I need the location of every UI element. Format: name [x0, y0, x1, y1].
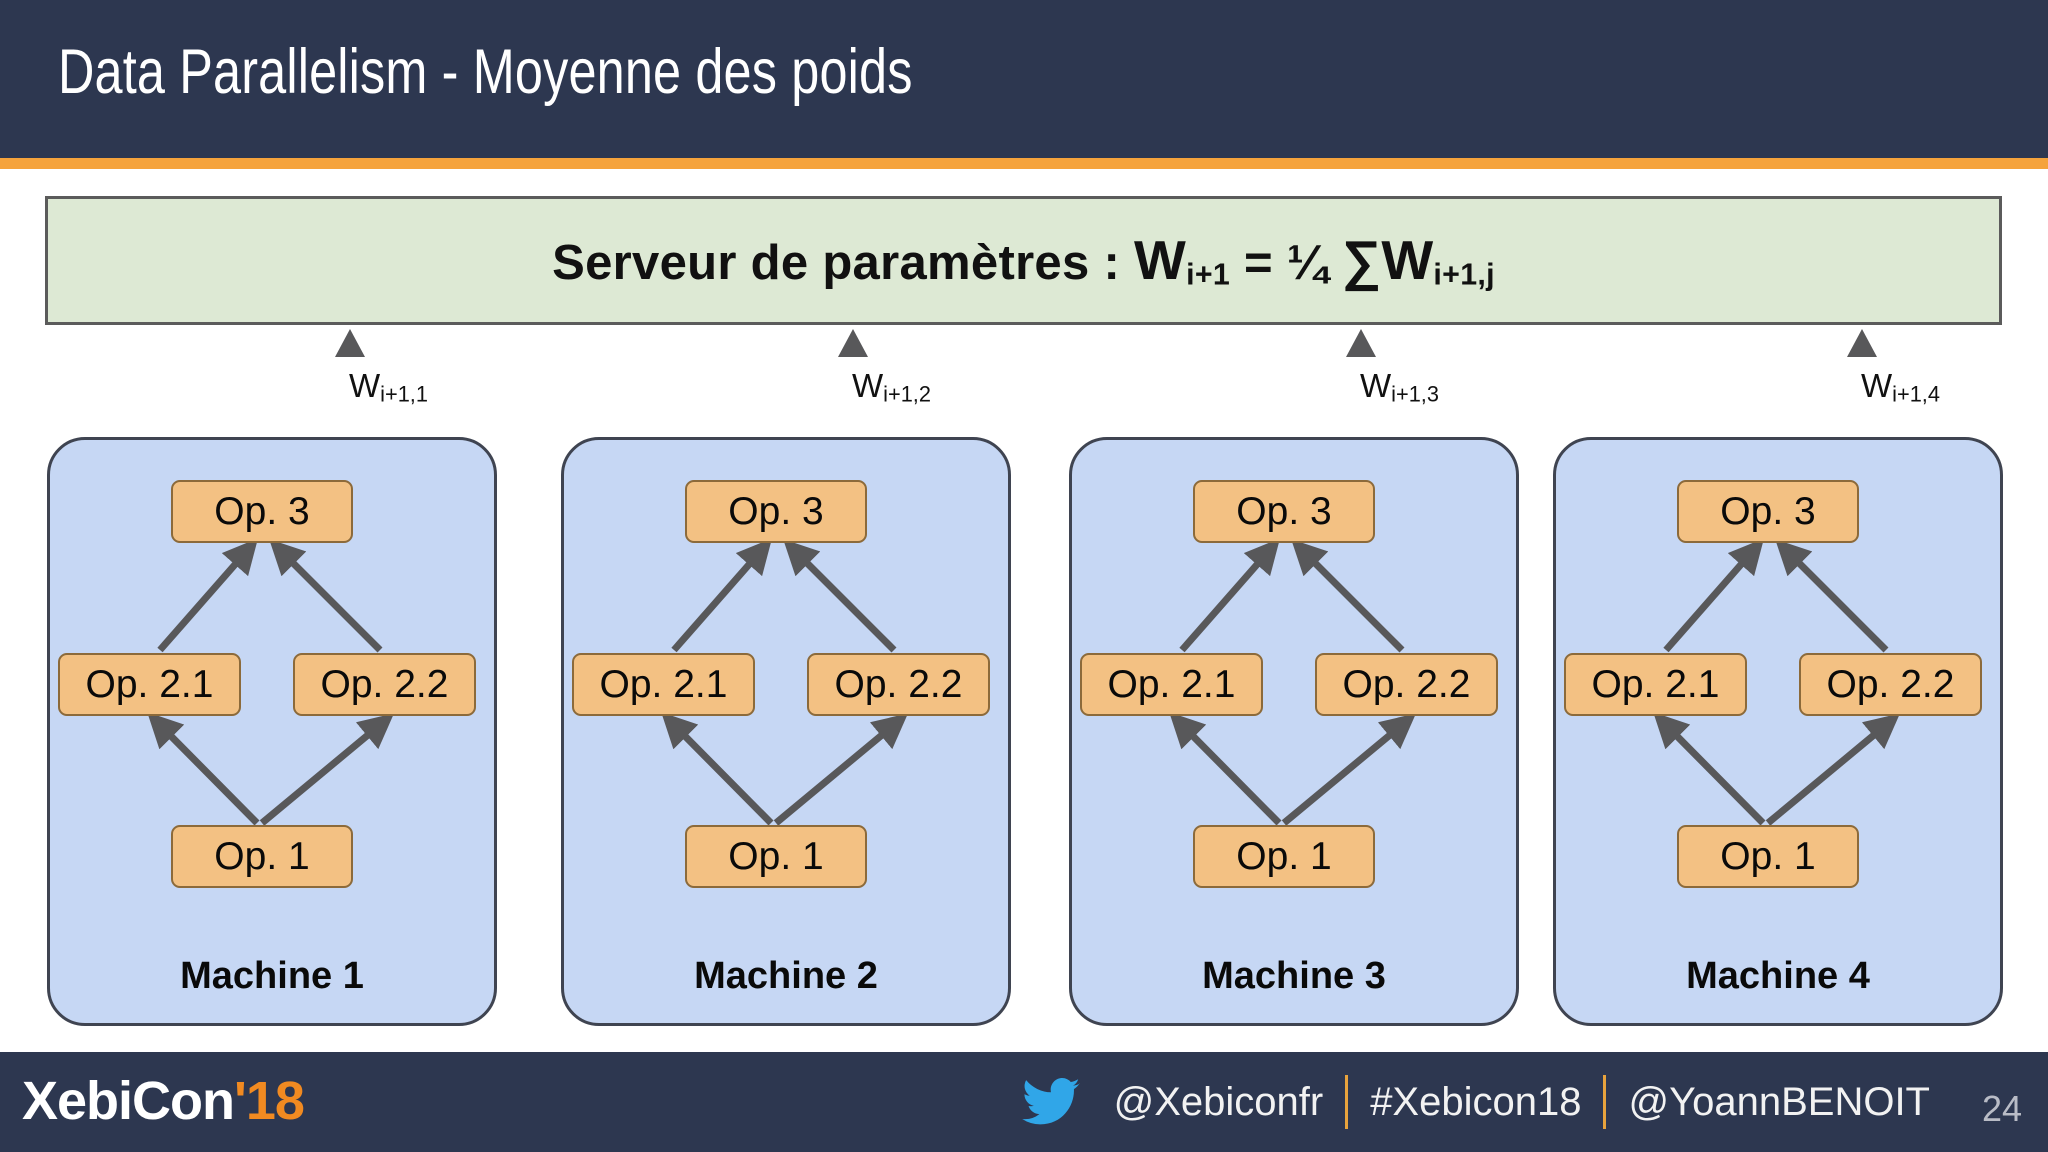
logo-main-text: XebiCon: [22, 1071, 235, 1131]
op-node-op-1[interactable]: Op. 1: [1677, 825, 1859, 888]
op-node-op-3[interactable]: Op. 3: [1193, 480, 1375, 543]
footer-bar: XebiCon'18 @Xebiconfr #Xebicon18 @YoannB…: [0, 1052, 2048, 1152]
uplink-label-machine-1: Wi+1,1: [349, 367, 428, 407]
op-node-op-1[interactable]: Op. 1: [171, 825, 353, 888]
machine-label-3: Machine 3: [1202, 955, 1386, 997]
xebicon-logo: XebiCon'18: [22, 1070, 305, 1132]
footer-divider: [1603, 1075, 1607, 1129]
arrow-up-icon: [1346, 329, 1376, 442]
page-title: Data Parallelism - Moyenne des poids: [58, 37, 913, 107]
op-node-op-3[interactable]: Op. 3: [685, 480, 867, 543]
machine-panel-4[interactable]: Op. 3 Op. 2.1 Op. 2.2 Op. 1 Machine 4: [1553, 437, 2003, 1026]
machine-label-4: Machine 4: [1686, 955, 1870, 997]
machine-panel-1[interactable]: Op. 3 Op. 2.1 Op. 2.2 Op. 1 Machine 1: [47, 437, 497, 1026]
header-bar: [0, 0, 2048, 158]
weight-subscript-right: i+1,j: [1433, 257, 1495, 292]
twitter-handle-label: @Xebiconfr: [1113, 1079, 1324, 1124]
op-node-op-2-1[interactable]: Op. 2.1: [58, 653, 241, 716]
arrow-up-icon: [335, 329, 365, 442]
weight-symbol-left: W: [1133, 229, 1187, 292]
footer-divider: [1345, 1075, 1349, 1129]
arrow-up-icon: [1847, 329, 1877, 442]
footer-social-group: @Xebiconfr #Xebicon18 @YoannBENOIT: [1021, 1052, 1952, 1152]
speaker-handle-label: @YoannBENOIT: [1628, 1079, 1930, 1124]
arrow-up-icon: [838, 329, 868, 442]
machine-label-2: Machine 2: [694, 955, 878, 997]
logo-year-text: '18: [234, 1071, 305, 1131]
parameter-server-box: Serveur de paramètres : Wi+1 = ¼ ∑Wi+1,j: [45, 196, 2002, 325]
page-number: 24: [1981, 1088, 2022, 1129]
op-node-op-2-1[interactable]: Op. 2.1: [572, 653, 755, 716]
parameter-server-formula: Serveur de paramètres : Wi+1 = ¼ ∑Wi+1,j: [552, 228, 1495, 292]
op-node-op-3[interactable]: Op. 3: [1677, 480, 1859, 543]
op-node-op-2-2[interactable]: Op. 2.2: [1315, 653, 1498, 716]
uplink-arrow-machine-1: Wi+1,1: [315, 327, 435, 442]
uplink-label-machine-3: Wi+1,3: [1360, 367, 1439, 407]
weight-subscript-left: i+1: [1186, 257, 1231, 292]
op-node-op-2-1[interactable]: Op. 2.1: [1564, 653, 1747, 716]
op-node-op-1[interactable]: Op. 1: [685, 825, 867, 888]
header-accent-rule: [0, 158, 2048, 169]
op-node-op-2-2[interactable]: Op. 2.2: [293, 653, 476, 716]
fraction-one-quarter: ¼: [1286, 236, 1342, 291]
weight-symbol-right: W: [1381, 229, 1434, 292]
uplink-arrow-machine-3: Wi+1,3: [1326, 327, 1446, 442]
equals-sign: =: [1230, 236, 1287, 291]
uplink-arrow-machine-4: Wi+1,4: [1827, 327, 1947, 442]
uplink-label-machine-4: Wi+1,4: [1861, 367, 1940, 407]
uplink-arrow-machine-2: Wi+1,2: [818, 327, 938, 442]
op-node-op-1[interactable]: Op. 1: [1193, 825, 1375, 888]
twitter-icon[interactable]: [1021, 1078, 1080, 1126]
machine-label-1: Machine 1: [180, 955, 364, 997]
uplink-label-machine-2: Wi+1,2: [852, 367, 931, 407]
op-node-op-2-2[interactable]: Op. 2.2: [1799, 653, 1982, 716]
op-node-op-2-2[interactable]: Op. 2.2: [807, 653, 990, 716]
hashtag-label: #Xebicon18: [1370, 1079, 1582, 1124]
summation-icon: ∑: [1341, 229, 1382, 292]
parameter-server-prefix: Serveur de paramètres :: [552, 236, 1134, 291]
op-node-op-2-1[interactable]: Op. 2.1: [1080, 653, 1263, 716]
machine-panel-3[interactable]: Op. 3 Op. 2.1 Op. 2.2 Op. 1 Machine 3: [1069, 437, 1519, 1026]
machine-panel-2[interactable]: Op. 3 Op. 2.1 Op. 2.2 Op. 1 Machine 2: [561, 437, 1011, 1026]
op-node-op-3[interactable]: Op. 3: [171, 480, 353, 543]
